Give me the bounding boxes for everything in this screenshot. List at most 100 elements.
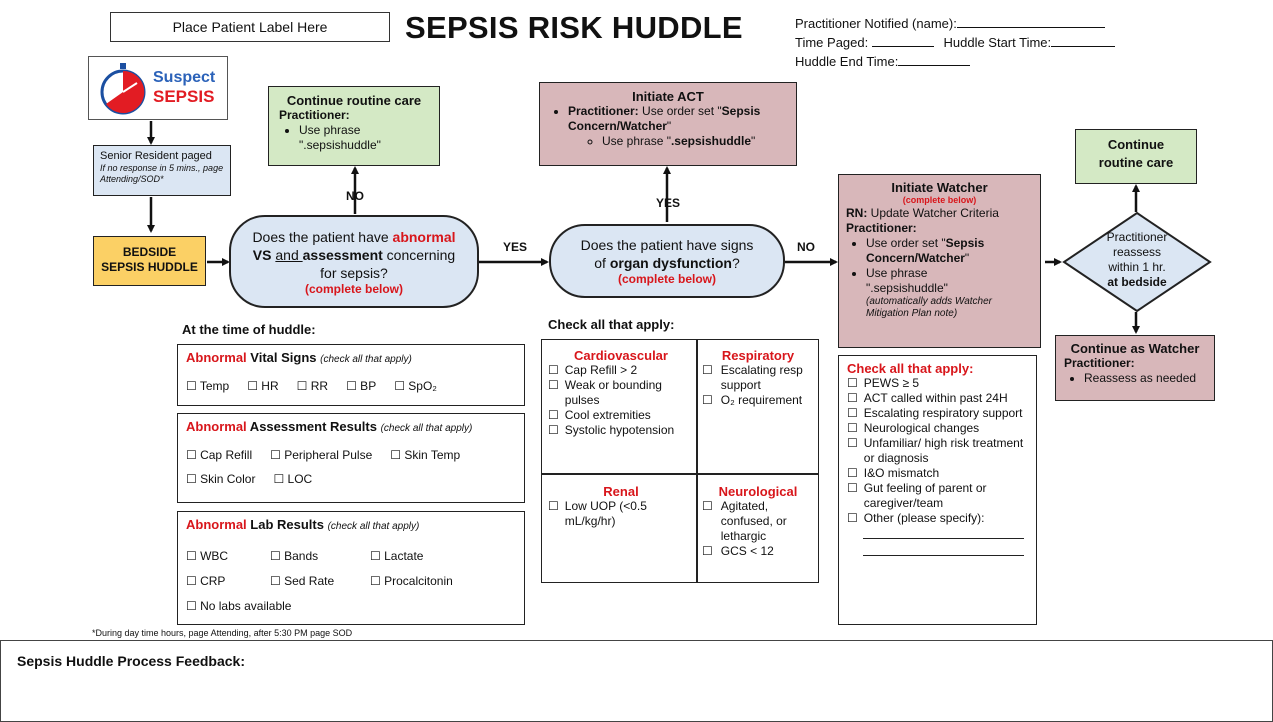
checkbox-skin-temp[interactable]: ☐ Skin Temp [390, 448, 461, 462]
no-label-left: NO [346, 189, 364, 203]
checkbox-o2-requirement[interactable]: O₂ requirement [720, 393, 803, 407]
no-label-right: NO [797, 240, 815, 254]
assessment-title: Assessment Results [246, 419, 381, 434]
abnormal-vs-question: Does the patient have abnormal VS and as… [229, 215, 479, 308]
act-phrase: .sepsishuddle [670, 134, 751, 148]
organ-dysfunction-question: Does the patient have signs of organ dys… [549, 224, 785, 298]
diamond-line4: at bedside [1107, 275, 1167, 289]
checkbox-lactate[interactable]: ☐ Lactate [370, 549, 424, 563]
huddle-end-field[interactable] [898, 55, 971, 66]
checkbox-weak-pulses[interactable]: Weak or bounding pulses [564, 378, 662, 407]
checkbox-loc[interactable]: ☐ LOC [273, 472, 313, 486]
checkbox-procalcitonin[interactable]: ☐ Procalcitonin [370, 574, 453, 588]
continue-watcher-bullet: Reassess as needed [1084, 371, 1206, 386]
continue-as-watcher-box: Continue as Watcher Practitioner: Reasse… [1055, 335, 1215, 401]
huddle-start-field[interactable] [1051, 36, 1116, 47]
diamond-text: Practitioner reassess within 1 hr. at be… [1086, 230, 1188, 290]
checkbox-pews[interactable]: PEWS ≥ 5 [863, 376, 920, 390]
senior-resident-note: If no response in 5 mins., page Attendin… [100, 163, 224, 184]
senior-resident-box: Senior Resident paged If no response in … [93, 145, 231, 196]
cardiovascular-group: Cardiovascular ☐Cap Refill > 2 ☐Weak or … [548, 348, 694, 438]
feedback-box[interactable]: Sepsis Huddle Process Feedback: [0, 640, 1273, 722]
resp-title: Respiratory [721, 348, 795, 363]
checkbox-no-labs[interactable]: ☐ No labs available [186, 599, 292, 613]
other-specify-line-2[interactable] [863, 555, 1024, 556]
checkbox-hr[interactable]: ☐ HR [247, 379, 279, 393]
checkbox-skin-color[interactable]: ☐ Skin Color [186, 472, 256, 486]
checkbox-unfamiliar-treatment[interactable]: Unfamiliar/ high risk treatment or diagn… [863, 436, 1024, 465]
checkbox-cap-refill-2[interactable]: Cap Refill > 2 [564, 363, 638, 377]
q2-qmark: ? [731, 255, 740, 271]
suspect-sepsis-logo: Suspect SEPSIS [88, 56, 228, 120]
watcher-phrase: ".sepsishuddle" [866, 281, 948, 295]
checkbox-neuro-changes[interactable]: Neurological changes [863, 421, 980, 435]
continue-routine-bullet: Use phrase [299, 123, 361, 137]
renal-title: Renal [603, 484, 639, 499]
initiate-act-title: Initiate ACT [632, 89, 704, 104]
act-phrase-text: Use phrase " [602, 134, 671, 148]
q1-abnormal: abnormal [392, 228, 456, 245]
assessment-hint: (check all that apply) [380, 423, 473, 434]
q1-concerning: concerning [382, 246, 456, 263]
logo-sepsis-text: SEPSIS [153, 87, 215, 106]
q1-for-sepsis: for sepsis? [320, 264, 388, 281]
watcher-complete-below: (complete below) [902, 195, 977, 205]
watcher-note: (automatically adds Watcher Mitigation P… [866, 296, 992, 319]
q2-complete-below: (complete below) [617, 272, 716, 286]
checkbox-bp[interactable]: ☐ BP [346, 379, 377, 393]
checkbox-crp[interactable]: ☐ CRP [186, 574, 226, 588]
watcher-practitioner-label: Practitioner: [846, 221, 917, 235]
watcher-order-quote: " [964, 251, 970, 265]
diamond-line2: reassess [1112, 245, 1162, 259]
act-order-quote: " [666, 119, 672, 133]
checkbox-spo2[interactable]: ☐ SpO₂ [394, 379, 437, 393]
time-paged-field[interactable] [871, 36, 934, 47]
checkbox-act-called[interactable]: ACT called within past 24H [863, 391, 1008, 405]
assessment-results-panel: Abnormal Assessment Results (check all t… [177, 413, 525, 503]
checkbox-rr[interactable]: ☐ RR [296, 379, 329, 393]
practitioner-notified-field[interactable] [956, 17, 1105, 28]
checkbox-escalating-resp[interactable]: Escalating resp support [720, 363, 803, 392]
checkbox-gut-feeling[interactable]: Gut feeling of parent or caregiver/team [863, 481, 987, 510]
watcher-phrase-text: Use phrase [866, 266, 928, 280]
initiate-watcher-box: Initiate Watcher (complete below) RN: Up… [838, 174, 1041, 348]
vitals-abnormal: Abnormal [186, 350, 247, 365]
watcher-rn-text: Update Watcher Criteria [867, 206, 999, 220]
checkbox-io-mismatch[interactable]: I&O mismatch [863, 466, 940, 480]
checkbox-temp[interactable]: ☐ Temp [186, 379, 230, 393]
lab-results-panel: Abnormal Lab Results (check all that app… [177, 511, 525, 625]
q2-organ-dysfunction: organ dysfunction [609, 255, 732, 271]
checkbox-bands[interactable]: ☐ Bands [270, 549, 319, 563]
huddle-info-fields: Practitioner Notified (name): Time Paged… [795, 14, 1116, 71]
diamond-line1: Practitioner [1106, 230, 1168, 244]
other-specify-line-1[interactable] [863, 538, 1024, 539]
checkbox-wbc[interactable]: ☐ WBC [186, 549, 229, 563]
checkbox-other[interactable]: Other (please specify): [863, 511, 985, 525]
q1-assessment: assessment [302, 246, 383, 263]
continue-routine-title: Continue routine care [286, 93, 422, 108]
yes-label-middle: YES [503, 240, 528, 254]
continue-routine-care-left: Continue routine care Practitioner: Use … [268, 86, 440, 166]
checkbox-agitated[interactable]: Agitated, confused, or lethargic [720, 499, 787, 543]
patient-label-box[interactable]: Place Patient Label Here [110, 12, 390, 42]
bedside-huddle-label: BEDSIDE SEPSIS HUDDLE [101, 245, 198, 274]
checkbox-escalating-resp-support[interactable]: Escalating respiratory support [863, 406, 1023, 420]
continue-routine-practitioner: Practitioner: [279, 108, 350, 122]
act-order-text: Use order set " [638, 104, 722, 118]
checkbox-low-uop[interactable]: Low UOP (<0.5 mL/kg/hr) [564, 499, 647, 528]
labs-hint: (check all that apply) [327, 521, 420, 532]
renal-group: Renal ☐Low UOP (<0.5 mL/kg/hr) [548, 484, 694, 529]
checkbox-systolic-hypotension[interactable]: Systolic hypotension [564, 423, 675, 437]
continue-routine-care-right: Continue routine care [1075, 129, 1197, 184]
continue-watcher-practitioner: Practitioner: [1064, 356, 1135, 370]
checkbox-cap-refill[interactable]: ☐ Cap Refill [186, 448, 253, 462]
act-phrase-quote: " [751, 134, 756, 148]
neuro-title: Neurological [718, 484, 798, 499]
checkbox-cool-extremities[interactable]: Cool extremities [564, 408, 651, 422]
checkbox-sed-rate[interactable]: ☐ Sed Rate [270, 574, 335, 588]
stopwatch-icon [100, 63, 146, 115]
continue-watcher-title: Continue as Watcher [1070, 341, 1200, 356]
checkbox-gcs[interactable]: GCS < 12 [720, 544, 774, 558]
checkbox-peripheral-pulse[interactable]: ☐ Peripheral Pulse [270, 448, 373, 462]
